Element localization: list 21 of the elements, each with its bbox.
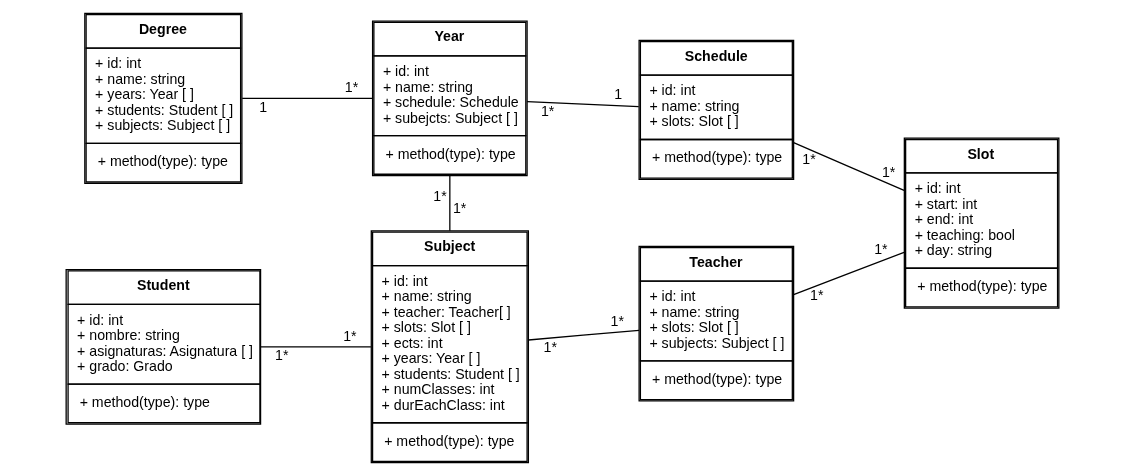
label: 1* bbox=[543, 338, 558, 355]
label: 1 bbox=[259, 98, 268, 115]
label: 1* bbox=[343, 327, 357, 344]
label: 1* bbox=[275, 347, 289, 364]
label: 1* bbox=[452, 200, 467, 217]
label: 1* bbox=[810, 286, 824, 303]
label: 1 bbox=[614, 86, 623, 103]
label: 1* bbox=[540, 102, 555, 119]
label: 1* bbox=[802, 150, 816, 167]
connector bbox=[527, 329, 640, 341]
label: 1* bbox=[881, 163, 896, 180]
connector bbox=[793, 251, 905, 296]
connector bbox=[260, 346, 372, 348]
label: 1* bbox=[874, 241, 888, 258]
connector bbox=[449, 175, 451, 232]
label: 1* bbox=[433, 187, 447, 204]
connector bbox=[241, 97, 374, 99]
connector bbox=[526, 101, 640, 108]
label: 1* bbox=[610, 312, 624, 329]
connector bbox=[793, 142, 905, 191]
label: 1* bbox=[344, 79, 359, 96]
